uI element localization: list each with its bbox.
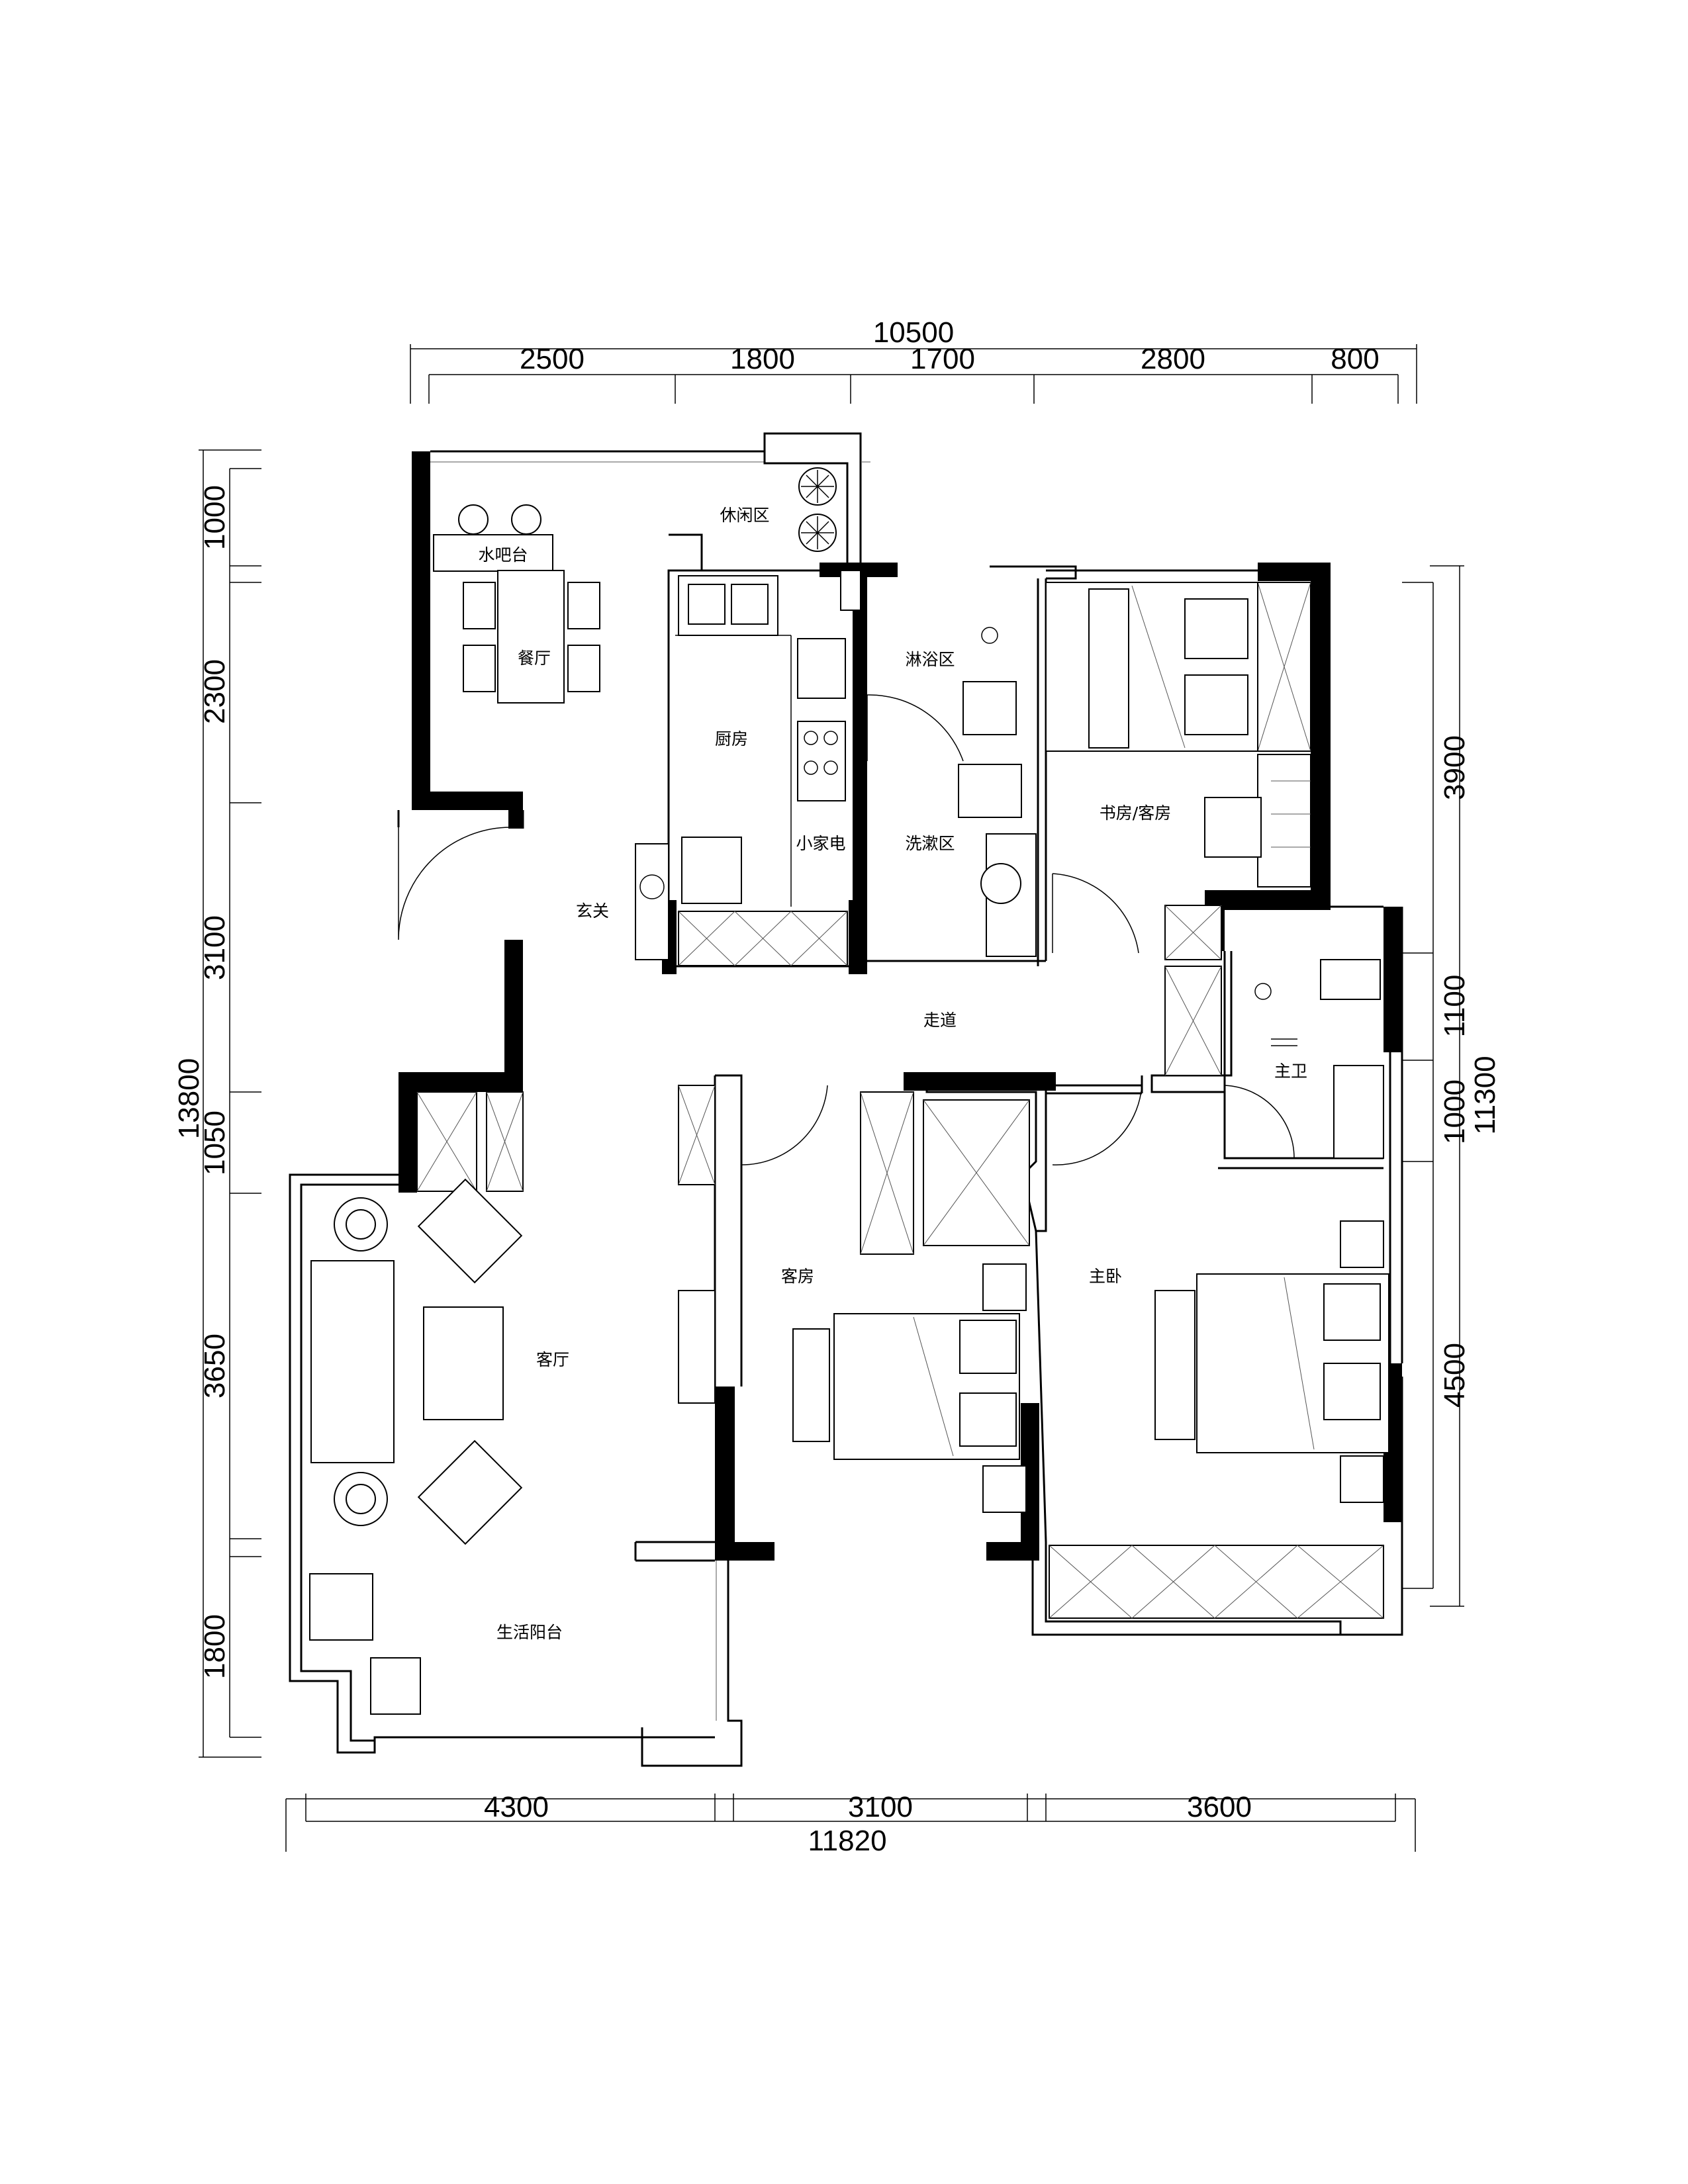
label-water-bar: 水吧台 — [478, 545, 528, 565]
label-shower: 淋浴区 — [905, 650, 955, 669]
left-dimension-1: 1000 — [199, 485, 231, 550]
door-swings — [398, 694, 1295, 1165]
label-study-guest: 书房/客房 — [1100, 803, 1171, 823]
right-dimension-lines — [1402, 565, 1464, 1607]
left-dimension-3: 3100 — [199, 915, 231, 980]
study-bed — [1045, 582, 1262, 858]
master-bed — [1154, 1220, 1389, 1503]
dining-set — [433, 504, 600, 704]
label-guest-room: 客房 — [781, 1267, 814, 1286]
label-kitchen: 厨房 — [715, 729, 748, 749]
living-furniture — [309, 1178, 523, 1715]
label-master-bedroom: 主卧 — [1089, 1267, 1122, 1286]
left-dimension-5: 3650 — [199, 1334, 231, 1398]
top-dimension-1: 2500 — [520, 343, 585, 375]
left-dimension-4: 1050 — [199, 1111, 231, 1175]
left-dimension-2: 2300 — [199, 659, 231, 724]
top-dimension-2: 1800 — [730, 343, 795, 375]
room-labels: 休闲区 水吧台 餐厅 厨房 小家电 淋浴区 洗漱区 书房/客房 玄关 走道 主卫… — [478, 506, 1307, 1642]
label-entrance: 玄关 — [576, 901, 609, 921]
label-leisure: 休闲区 — [720, 506, 769, 525]
left-dimension-lines — [199, 449, 261, 1758]
label-small-appliance: 小家电 — [796, 834, 845, 853]
right-dimension-3: 1000 — [1438, 1079, 1471, 1144]
label-living-room: 客厅 — [536, 1350, 569, 1369]
right-dimension-2: 1100 — [1438, 975, 1471, 1038]
bottom-dimension-2: 3100 — [848, 1791, 913, 1823]
top-dimension-4: 2800 — [1141, 343, 1205, 375]
bathroom-fixtures — [840, 570, 1384, 1159]
plants — [798, 467, 837, 552]
right-dimension-1: 3900 — [1438, 735, 1471, 800]
top-dimension-5: 800 — [1331, 343, 1379, 375]
top-dimension-lines — [410, 344, 1417, 404]
cabinets — [416, 582, 1384, 1619]
label-wash: 洗漱区 — [905, 834, 955, 853]
bottom-dimension-1: 4300 — [484, 1791, 549, 1823]
label-dining: 餐厅 — [518, 649, 551, 668]
kitchen-fixtures — [635, 575, 846, 960]
bottom-total-dimension: 11820 — [808, 1825, 886, 1857]
left-dimension-6: 1800 — [199, 1614, 231, 1679]
outline-walls — [289, 432, 1403, 1767]
bottom-dimension-3: 3600 — [1187, 1791, 1252, 1823]
label-corridor: 走道 — [923, 1011, 957, 1030]
right-total-dimension: 11300 — [1469, 1056, 1501, 1134]
label-master-bath: 主卫 — [1274, 1062, 1307, 1081]
top-dimension-3: 1700 — [910, 343, 975, 375]
right-dimension-4: 4500 — [1438, 1343, 1471, 1408]
label-utility-balcony: 生活阳台 — [496, 1623, 563, 1642]
top-total-dimension: 10500 — [873, 316, 954, 349]
bottom-dimension-lines — [285, 1794, 1416, 1852]
guest-bed — [678, 1263, 1027, 1513]
left-total-dimension: 13800 — [173, 1058, 205, 1139]
